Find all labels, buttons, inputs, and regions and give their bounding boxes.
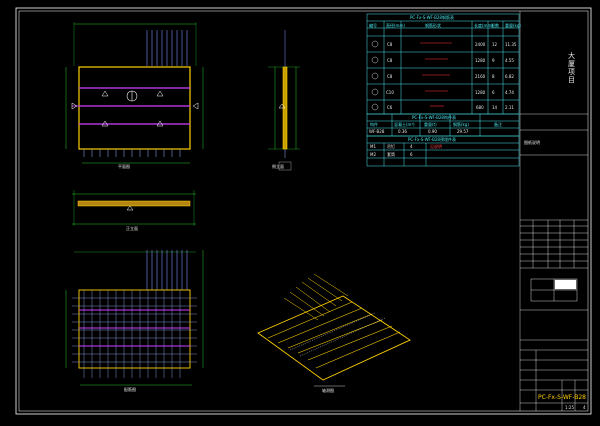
project-label: 大厦项目: [568, 52, 575, 84]
rebar-row-len: 1280: [475, 58, 486, 63]
rebar-header-2: 钢筋形状: [425, 23, 441, 28]
page-number: 4: [583, 405, 586, 410]
drawing-code: PC-Fx-S-WF-B28: [538, 394, 586, 401]
rebar-row-count: 12: [492, 42, 498, 47]
inner-frame: [18, 10, 589, 412]
rebar-row-len: 2400: [475, 42, 486, 47]
embed-row-type: 吊钉: [387, 144, 395, 149]
rebar-row-dia: C8: [387, 58, 393, 63]
rebar-row-dia: C8: [387, 42, 393, 47]
rebar-row-dia: C8: [387, 74, 393, 79]
rebar-row-weight: 4.74: [505, 90, 514, 95]
component-table-title: PC-Fx-S-WF-B28构件表: [412, 115, 456, 120]
title-block[interactable]: [519, 11, 588, 411]
label-side-section: 侧立面: [272, 164, 284, 169]
scale-label: 1:25: [565, 405, 574, 410]
axonometric-view[interactable]: [257, 273, 411, 387]
rebar-row-weight: 2.11: [505, 105, 514, 110]
embed-row-type: 套筒: [387, 152, 395, 157]
front-section-view[interactable]: [72, 190, 196, 226]
embed-row-code: M1: [370, 144, 376, 149]
component-table[interactable]: [366, 113, 520, 137]
rebar-header-5: 重量(kg): [505, 23, 521, 28]
label-plan-bottom: 配筋图: [124, 387, 136, 392]
rebar-row-len: 2160: [475, 74, 486, 79]
rebar-row-count: 14: [492, 105, 498, 110]
embed-row-code: M2: [370, 152, 376, 157]
rebar-row-count: 9: [492, 58, 495, 63]
embed-row-note: 见说明: [430, 144, 442, 149]
rebar-table[interactable]: [366, 13, 520, 115]
outer-frame: [15, 7, 592, 415]
component-row-steel: 29.57: [457, 129, 469, 134]
rebar-index-circles: [371, 40, 379, 111]
rebar-header-0: 编号: [369, 23, 377, 28]
rebar-row-weight: 11.35: [505, 42, 517, 47]
embed-table-title: PC-Fx-S-WF-B28预埋件表: [408, 137, 456, 142]
rebar-row-len: 680: [476, 105, 484, 110]
component-row-name: WF-B28: [369, 129, 385, 134]
component-header-3: 钢筋(kg): [453, 122, 469, 127]
rebar-table-title: PC-Fx-S-WF-B28钢筋表: [410, 15, 454, 20]
component-row-weight: 0.90: [428, 129, 437, 134]
rebar-shapes: [420, 42, 452, 107]
component-header-2: 重量(t): [424, 122, 437, 127]
rebar-header-4: 根数: [491, 23, 499, 28]
component-header-1: 混凝土(m³): [394, 122, 415, 127]
embed-row-count: 4: [410, 144, 413, 149]
rebar-row-weight: 6.82: [505, 74, 514, 79]
embed-row-count: 6: [410, 152, 413, 157]
rebar-row-len: 1280: [475, 90, 486, 95]
rebar-row-dia: C6: [387, 105, 393, 110]
component-header-4: 备注: [494, 122, 502, 127]
rebar-header-1: 直径(mm): [386, 23, 405, 28]
component-row-vol: 0.36: [398, 129, 407, 134]
plan-bottom-view[interactable]: [65, 250, 204, 386]
component-header-0: 构件: [370, 122, 378, 127]
label-plan-top: 平面图: [118, 164, 130, 169]
rebar-header-3: 长度(mm): [474, 23, 493, 28]
label-axon: 轴测图: [322, 388, 334, 393]
plan-top-view[interactable]: [65, 22, 204, 164]
rebar-row-count: 6: [492, 90, 495, 95]
side-section-view[interactable]: [268, 30, 300, 171]
rebar-row-weight: 4.55: [505, 58, 514, 63]
rebar-row-count: 8: [492, 74, 495, 79]
label-front-section: 正立面: [126, 226, 138, 231]
designer-note: 图纸说明: [524, 140, 540, 145]
rebar-row-dia: C10: [386, 90, 394, 95]
embed-table[interactable]: [366, 135, 520, 167]
